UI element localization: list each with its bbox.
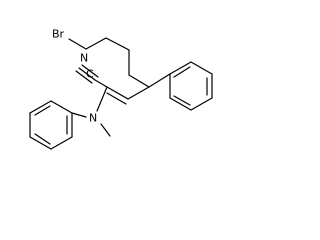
bond-c7-n bbox=[96, 86, 108, 112]
bond-c2-c3 bbox=[105, 37, 130, 51]
atom-label-nitrile-carbon: C bbox=[86, 68, 94, 81]
chemical-structure: Br N C N bbox=[29, 28, 213, 150]
bond-cn-triple-1 bbox=[78, 67, 96, 81]
atom-label-bromine: Br bbox=[52, 28, 65, 41]
bond-c6-c7 bbox=[106, 86, 129, 100]
bond-n-phenyl bbox=[71, 112, 87, 118]
bond-c1-c2 bbox=[85, 37, 107, 50]
bond-n-methyl bbox=[100, 123, 111, 137]
phenyl-ring-upper bbox=[169, 61, 213, 111]
bond-c5-phenyl bbox=[148, 73, 171, 88]
bond-cn-triple-3 bbox=[81, 64, 99, 78]
bond-c7-cn bbox=[94, 79, 108, 88]
bond-c6-c7-second bbox=[106, 92, 127, 105]
atom-label-amine-nitrogen: N bbox=[89, 112, 97, 125]
bond-cn-triple-2 bbox=[75, 70, 93, 84]
bond-c5-c6 bbox=[127, 86, 150, 100]
bond-c4-c5 bbox=[128, 74, 150, 88]
bond-br-c1 bbox=[68, 38, 87, 50]
atom-label-nitrile-nitrogen: N bbox=[80, 52, 88, 65]
phenyl-ring-lower bbox=[29, 100, 73, 150]
